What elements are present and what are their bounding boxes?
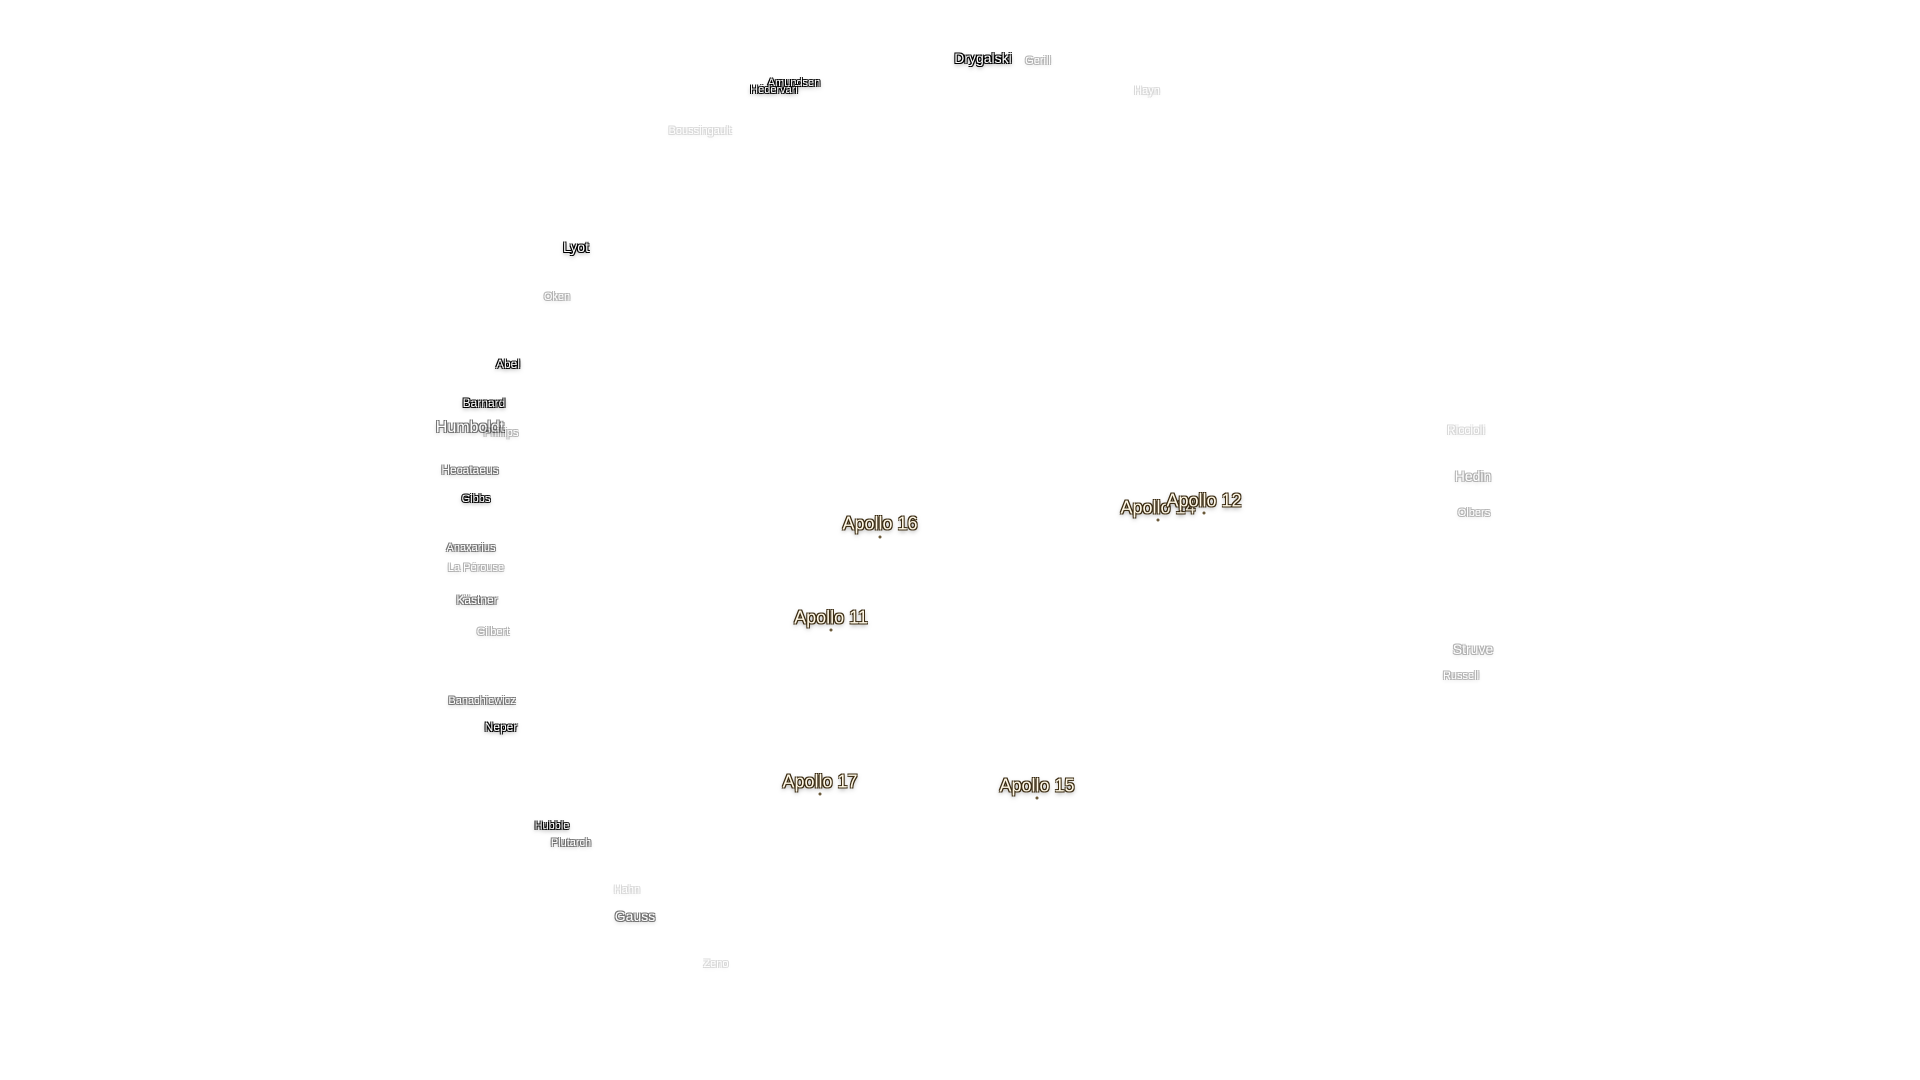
- crater-label-hecataeus: Hecataeus: [441, 463, 499, 477]
- crater-label-zeno: Zeno: [703, 958, 729, 970]
- crater-label-hubble: Hubble: [534, 820, 570, 832]
- apollo-11-marker[interactable]: [829, 628, 833, 632]
- crater-label-russell: Russell: [1442, 670, 1480, 682]
- apollo-12-label[interactable]: Apollo 12: [1166, 490, 1242, 511]
- crater-label-amundsen: Amundsen: [767, 77, 821, 89]
- crater-label-hedervari: Hédervári: [750, 84, 798, 96]
- crater-label-gauss: Gauss: [614, 908, 656, 924]
- crater-label-gerill: Gerill: [1025, 55, 1051, 67]
- crater-label-barnard: Barnard: [462, 396, 506, 410]
- apollo-16-marker[interactable]: [878, 535, 882, 539]
- crater-label-olbers: Olbers: [1457, 507, 1491, 519]
- crater-label-oken: Oken: [543, 291, 571, 303]
- apollo-17-label[interactable]: Apollo 17: [782, 771, 858, 792]
- apollo-12-marker[interactable]: [1202, 511, 1206, 515]
- apollo-14-label[interactable]: Apollo 14: [1120, 497, 1196, 518]
- apollo-16-label[interactable]: Apollo 16: [842, 513, 918, 534]
- crater-label-gilbert: Gilbert: [476, 626, 510, 638]
- crater-label-kastner: Kästner: [456, 593, 498, 607]
- apollo-15-marker[interactable]: [1035, 796, 1039, 800]
- crater-label-banachiewicz: Banachiewicz: [448, 695, 516, 707]
- crater-label-anaxarius: Anaxarius: [446, 542, 496, 554]
- crater-label-la-perouse: La Pérouse: [447, 562, 505, 574]
- crater-label-boussingault: Boussingault: [668, 125, 732, 137]
- crater-label-hayn: Hayn: [1134, 85, 1160, 97]
- crater-label-plutarch: Plutarch: [550, 837, 592, 849]
- crater-label-struve: Struve: [1452, 641, 1494, 657]
- crater-label-gibbs: Gibbs: [461, 493, 491, 505]
- crater-label-hedin: Hedin: [1454, 468, 1492, 484]
- crater-label-neper: Neper: [484, 720, 518, 734]
- apollo-11-label[interactable]: Apollo 11: [794, 607, 868, 628]
- crater-label-hahn: Hahn: [613, 884, 641, 896]
- crater-label-lyot: Lyot: [563, 239, 589, 255]
- apollo-17-marker[interactable]: [818, 792, 822, 796]
- crater-label-riccioli: Riccioli: [1446, 423, 1486, 437]
- apollo-14-marker[interactable]: [1156, 518, 1160, 522]
- crater-label-abel: Abel: [495, 357, 521, 371]
- crater-label-drygalski: Drygalski: [954, 50, 1012, 66]
- apollo-15-label[interactable]: Apollo 15: [999, 775, 1075, 796]
- crater-label-phillips: Phillips: [483, 427, 519, 439]
- crater-label-humboldt: Humboldt: [435, 419, 505, 436]
